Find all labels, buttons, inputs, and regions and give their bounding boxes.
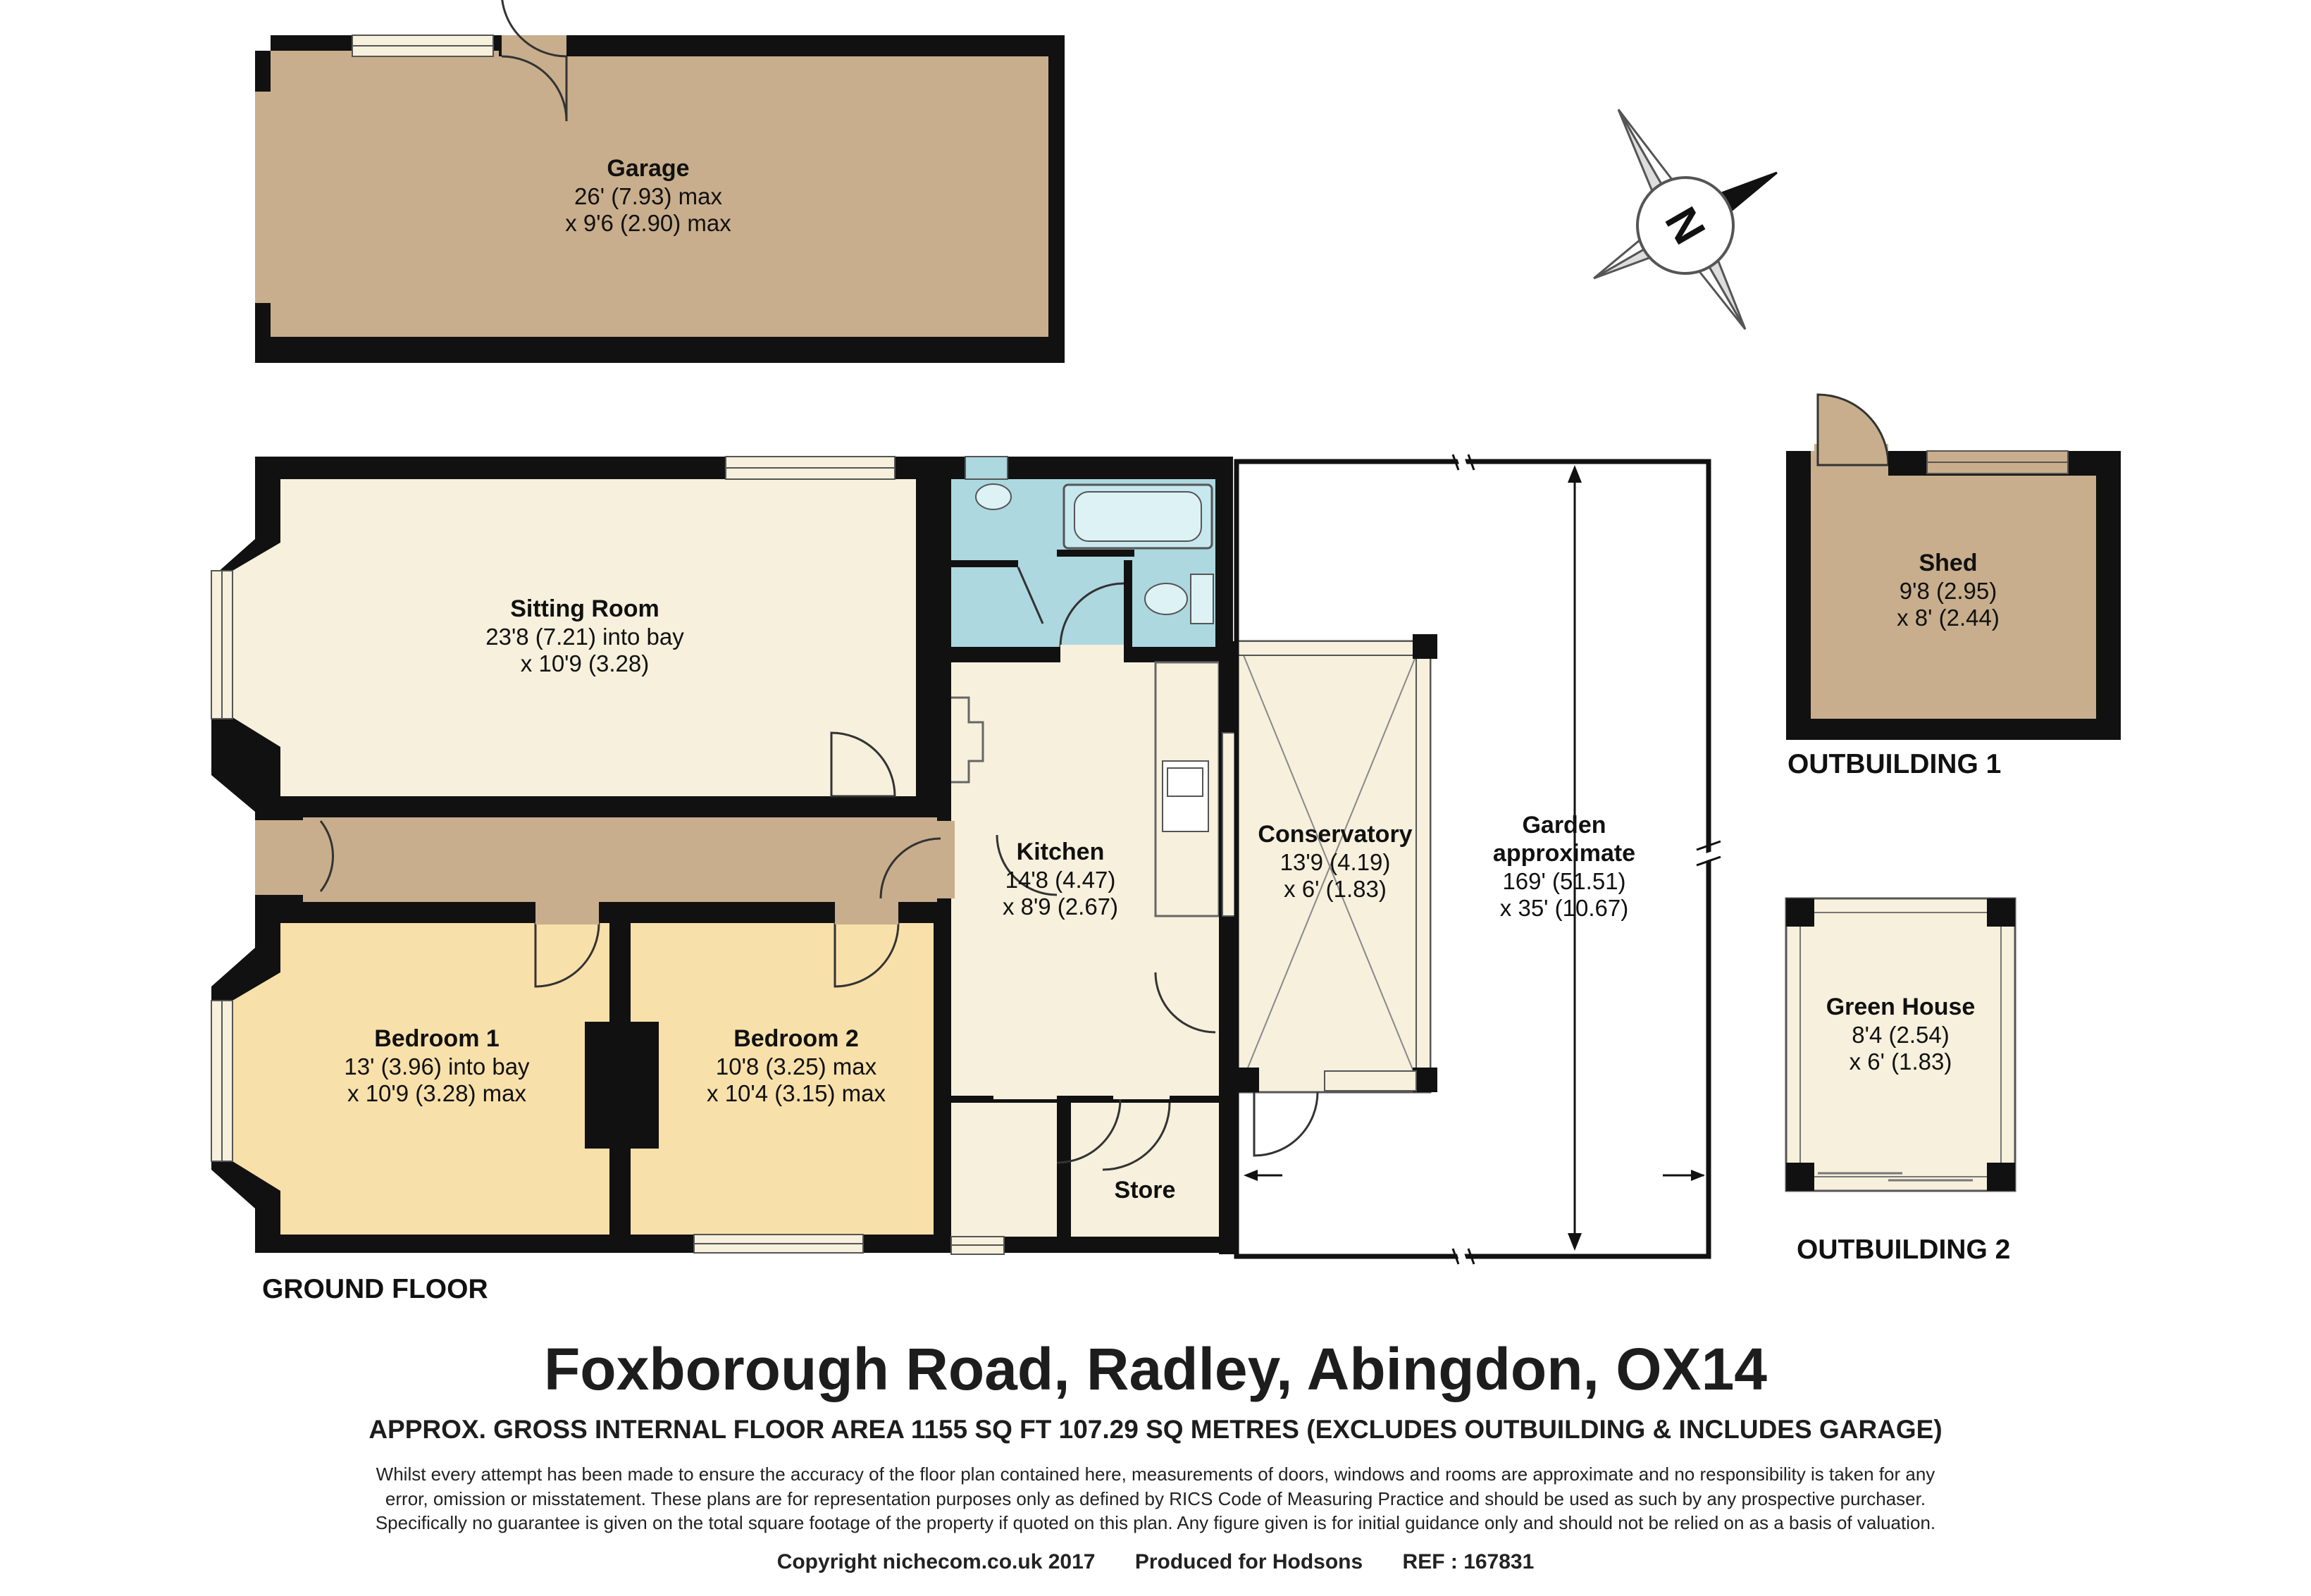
kitchen-dim-1: 14'8 (4.47) bbox=[1005, 866, 1116, 893]
garage-dim-2: x 9'6 (2.90) max bbox=[565, 210, 731, 237]
property-title: Foxborough Road, Radley, Abingdon, OX14 bbox=[543, 1336, 1768, 1402]
shed-dim-1: 9'8 (2.95) bbox=[1899, 577, 1997, 604]
garden-name-1: Garden bbox=[1522, 812, 1606, 839]
copyright-text: Copyright nichecom.co.uk 2017 bbox=[776, 1550, 1096, 1573]
garden-dim-2: x 35' (10.67) bbox=[1499, 895, 1629, 922]
bedroom2-floor bbox=[631, 923, 934, 1235]
sitting-room-dim-1: 23'8 (7.21) into bay bbox=[485, 623, 684, 650]
garden bbox=[1234, 450, 1721, 1270]
sitting-room-floor bbox=[233, 479, 916, 796]
store-floor bbox=[1071, 1103, 1219, 1237]
hall-floor bbox=[303, 817, 937, 902]
sitting-room-name: Sitting Room bbox=[510, 595, 659, 622]
sitting-room-label: Sitting Room 23'8 (7.21) into bay x 10'9… bbox=[444, 595, 726, 678]
shed-dim-2: x 8' (2.44) bbox=[1897, 605, 2000, 631]
shed-name: Shed bbox=[1919, 550, 1978, 576]
bedroom2-dim-2: x 10'4 (3.15) max bbox=[707, 1080, 886, 1107]
greenhouse-dim-1: 8'4 (2.54) bbox=[1852, 1021, 1950, 1048]
kitchen-dim-2: x 8'9 (2.67) bbox=[1002, 893, 1119, 920]
greenhouse-dim-2: x 6' (1.83) bbox=[1849, 1048, 1952, 1075]
shed-label: Shed 9'8 (2.95) x 8' (2.44) bbox=[1825, 550, 2071, 632]
bedroom2-name: Bedroom 2 bbox=[733, 1025, 859, 1052]
conservatory-dim-2: x 6' (1.83) bbox=[1284, 876, 1387, 903]
shed bbox=[1786, 366, 2121, 740]
outbuilding2-label: OUTBUILDING 2 bbox=[1797, 1235, 2011, 1265]
garage bbox=[255, 0, 1065, 363]
outbuilding1-label: OUTBUILDING 1 bbox=[1788, 749, 2002, 779]
greenhouse-label: Green House 8'4 (2.54) x 6' (1.83) bbox=[1790, 994, 2012, 1076]
disclaimer-line-1: Whilst every attempt has been made to en… bbox=[376, 1464, 1935, 1485]
store-name: Store bbox=[1114, 1177, 1176, 1204]
lobby-floor bbox=[951, 1103, 1057, 1237]
kitchen-label: Kitchen 14'8 (4.47) x 8'9 (2.67) bbox=[951, 839, 1170, 921]
conservatory-dim-1: 13'9 (4.19) bbox=[1280, 848, 1391, 875]
bedroom2-label: Bedroom 2 10'8 (3.25) max x 10'4 (3.15) … bbox=[662, 1025, 930, 1108]
greenhouse-name: Green House bbox=[1826, 994, 1976, 1020]
sitting-room-dim-2: x 10'9 (3.28) bbox=[520, 650, 650, 677]
disclaimer-line-2: error, omission or misstatement. These p… bbox=[385, 1487, 1926, 1509]
bedroom1-label: Bedroom 1 13' (3.96) into bay x 10'9 (3.… bbox=[296, 1025, 578, 1108]
bedroom1-dim-1: 13' (3.96) into bay bbox=[344, 1053, 530, 1080]
floor-area-note: APPROX. GROSS INTERNAL FLOOR AREA 1155 S… bbox=[368, 1415, 1943, 1444]
store-label: Store bbox=[1071, 1177, 1219, 1205]
greenhouse bbox=[1785, 897, 2016, 1192]
compass: N bbox=[1593, 109, 1778, 330]
ground-floor-label: GROUND FLOOR bbox=[262, 1274, 488, 1304]
garden-dim-1: 169' (51.51) bbox=[1502, 867, 1626, 894]
disclaimer-line-3: Specifically no guarantee is given on th… bbox=[375, 1512, 1936, 1534]
produced-for-text: Produced for Hodsons bbox=[1134, 1550, 1363, 1573]
bedroom2-dim-1: 10'8 (3.25) max bbox=[715, 1053, 877, 1080]
conservatory-label: Conservatory 13'9 (4.19) x 6' (1.83) bbox=[1229, 821, 1441, 903]
kitchen-name: Kitchen bbox=[1016, 839, 1105, 865]
chimney-breast bbox=[585, 1022, 659, 1149]
disclaimer: Whilst every attempt has been made to en… bbox=[254, 1462, 2057, 1535]
bedroom1-dim-2: x 10'9 (3.28) max bbox=[347, 1080, 526, 1107]
footer: Copyright nichecom.co.uk 2017 Produced f… bbox=[0, 1550, 2311, 1574]
bedroom1-floor bbox=[233, 923, 609, 1235]
garden-name-2: approximate bbox=[1492, 839, 1636, 867]
reference-text: REF : 167831 bbox=[1402, 1550, 1535, 1573]
garage-label: Garage 26' (7.93) max x 9'6 (2.90) max bbox=[507, 155, 789, 237]
conservatory-name: Conservatory bbox=[1258, 821, 1413, 848]
garden-label: Garden approximate 169' (51.51) x 35' (1… bbox=[1451, 812, 1677, 922]
garage-dim-1: 26' (7.93) max bbox=[574, 183, 722, 209]
bedroom1-name: Bedroom 1 bbox=[374, 1025, 500, 1052]
garage-name: Garage bbox=[607, 155, 690, 182]
